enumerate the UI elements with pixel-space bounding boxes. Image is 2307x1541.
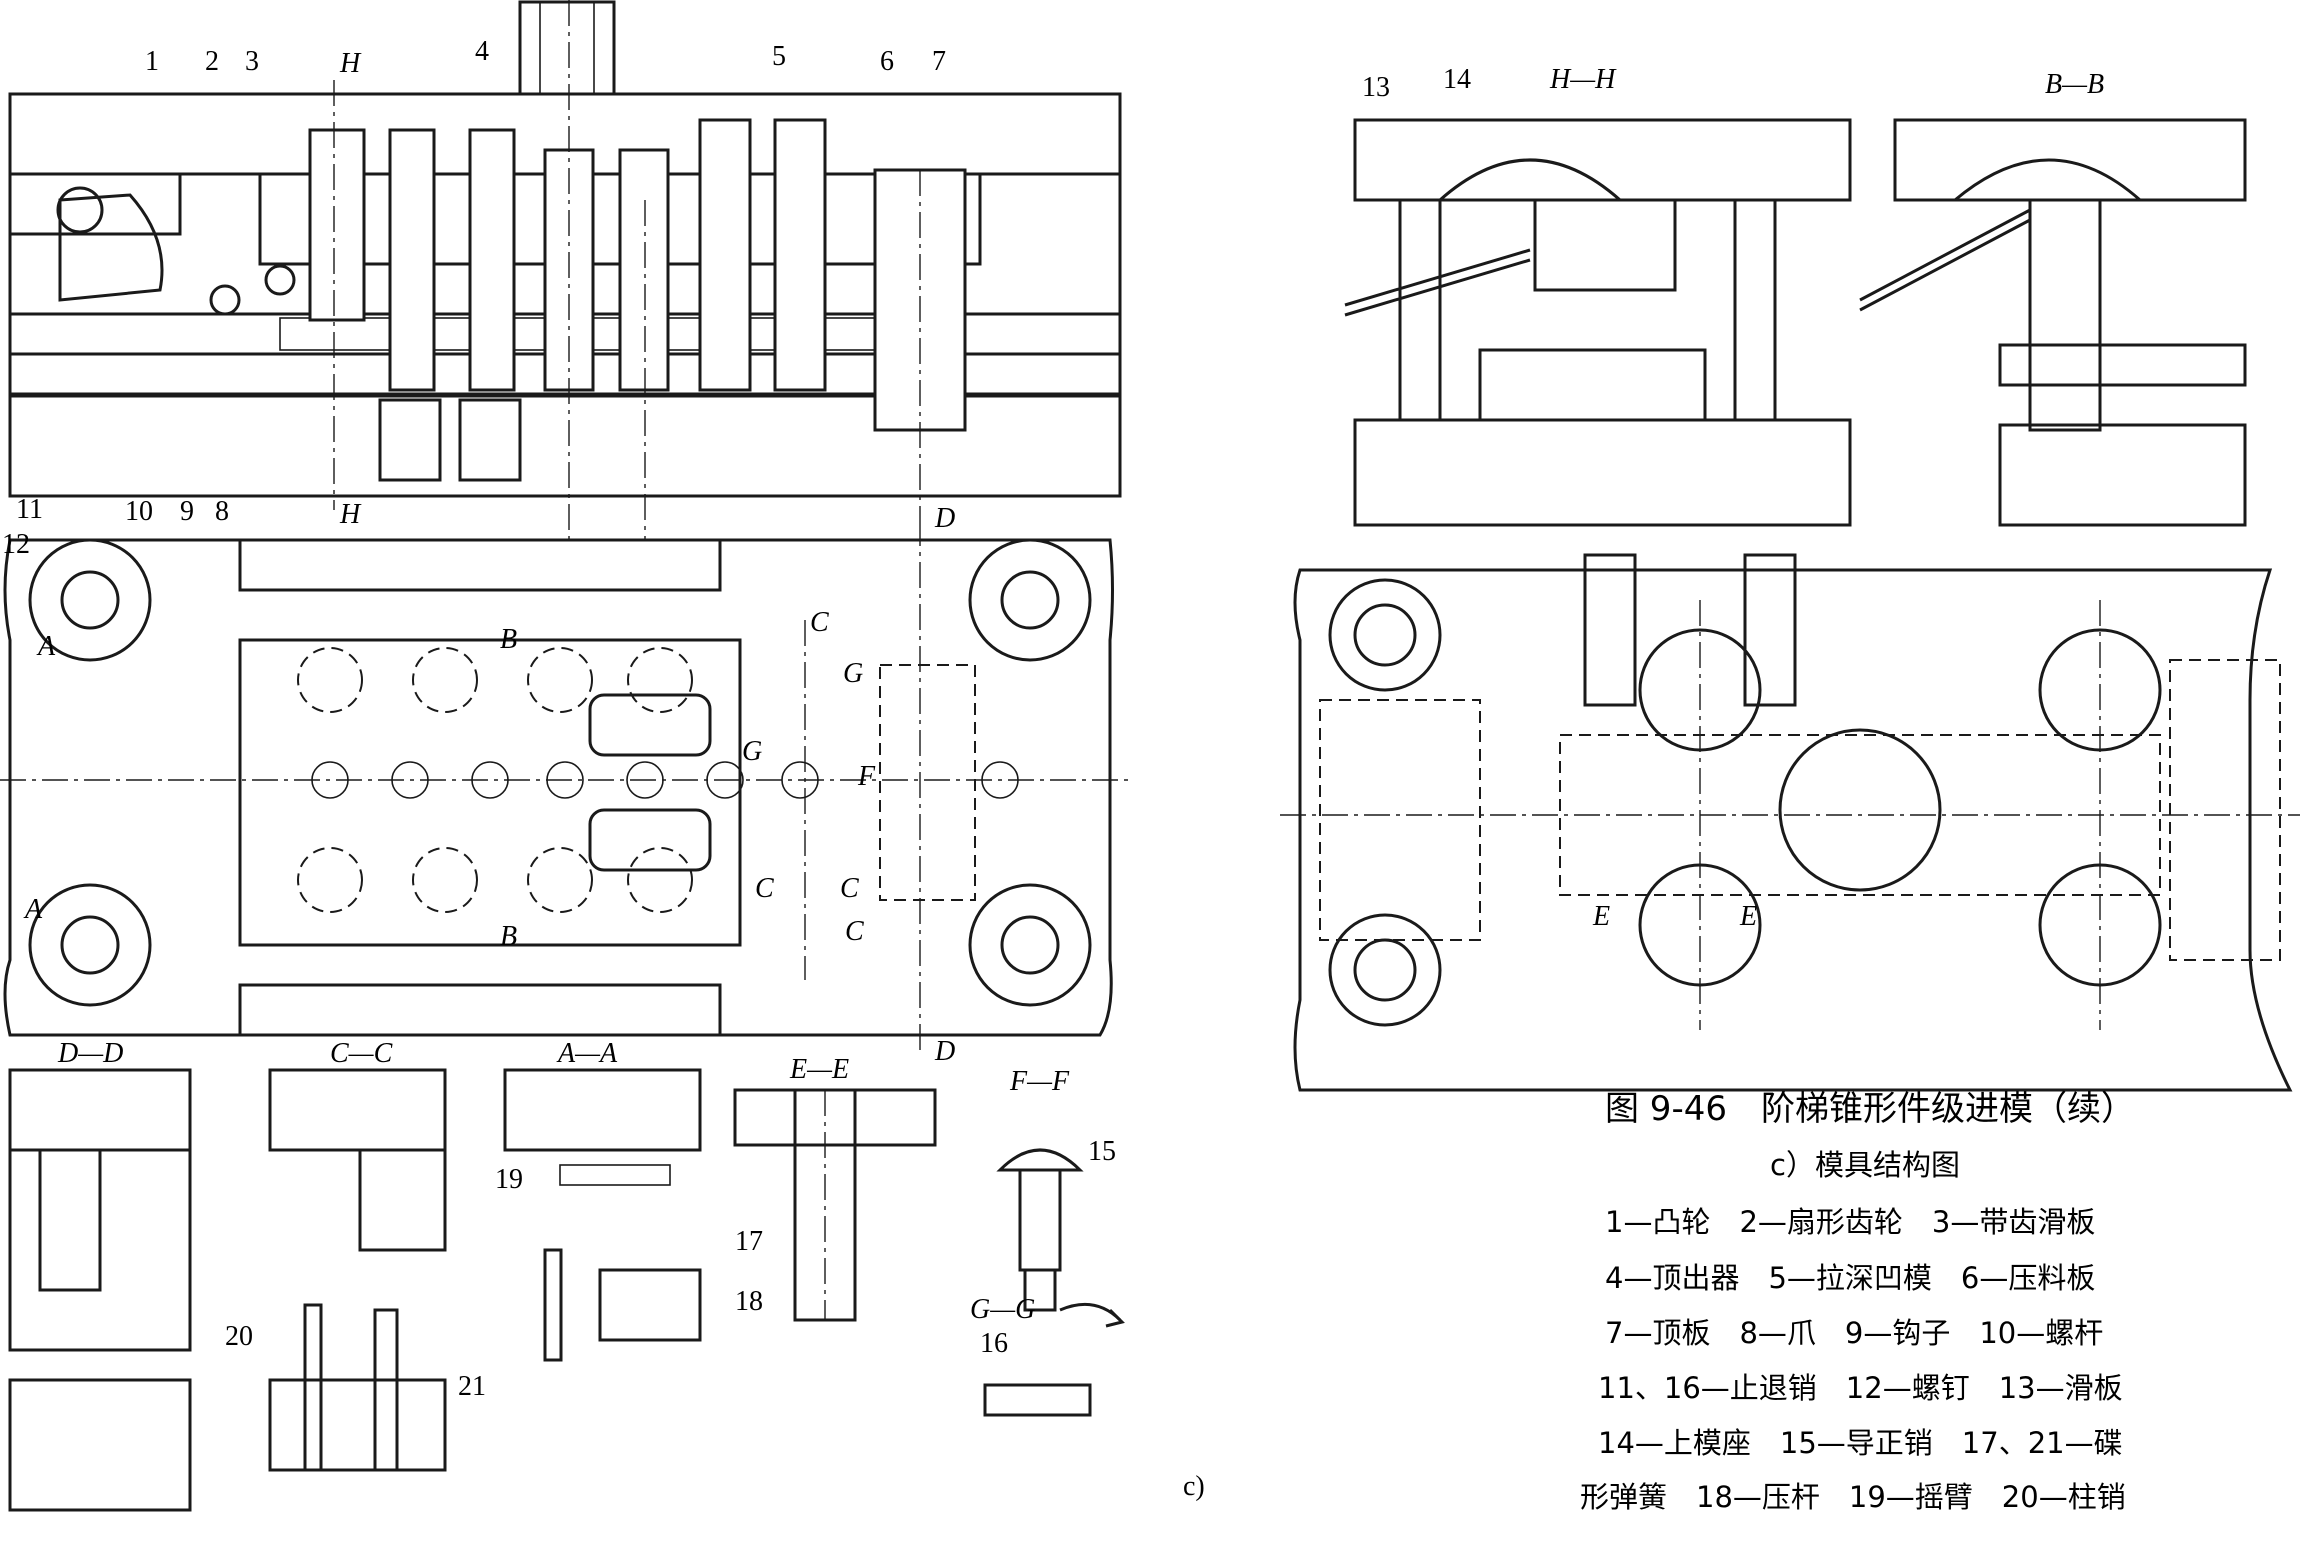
legend-line-2: 4—顶出器 5—拉深凹模 6—压料板: [1605, 1261, 2095, 1295]
part-number-13: 13: [1362, 72, 1390, 103]
cut-letter-b-bottom: B: [500, 921, 517, 952]
cut-letter-c-top: C: [810, 607, 829, 638]
section-title-ee: E—E: [789, 1054, 849, 1085]
lower-die-plan-view: [1280, 553, 2300, 1092]
section-title-gg: G—G: [970, 1294, 1035, 1325]
section-gg-view: [983, 1302, 1125, 1417]
part-number-17: 17: [735, 1226, 763, 1257]
section-aa-view: [503, 1068, 702, 1362]
legend-line-6: 形弹簧 18—压杆 19—摇臂 20—柱销: [1580, 1480, 2126, 1514]
cut-letter-e-right: E: [1739, 901, 1757, 932]
section-dd-view: [8, 1068, 192, 1512]
section-title-cc: C—C: [330, 1038, 393, 1069]
part-number-20: 20: [225, 1321, 253, 1352]
section-title-hh: H—H: [1549, 64, 1617, 95]
cut-letter-c-right: C: [840, 873, 859, 904]
cut-letter-d-bottom: D: [934, 1036, 955, 1067]
cut-letter-e-left: E: [1592, 901, 1610, 932]
cut-letter-a-bottom: A: [23, 894, 43, 925]
legend-line-4: 11、16—止退销 12—螺钉 13—滑板: [1598, 1371, 2123, 1405]
panel-label: c): [1183, 1471, 1205, 1502]
section-bb-view: [1859, 118, 2247, 527]
section-cc-view: [268, 1068, 447, 1472]
cut-letter-b-top: B: [500, 624, 517, 655]
part-number-6: 6: [880, 46, 894, 77]
part-number-2: 2: [205, 46, 219, 77]
cut-letter-a-top: A: [36, 631, 56, 662]
section-title-dd: D—D: [57, 1038, 123, 1069]
part-number-1: 1: [145, 46, 159, 77]
main-front-section: [8, 0, 1122, 540]
section-title-aa: A—A: [556, 1038, 618, 1069]
part-number-14: 14: [1443, 64, 1471, 95]
part-number-19: 19: [495, 1164, 523, 1195]
section-title-ff: F—F: [1009, 1066, 1070, 1097]
cut-letter-g2: G: [742, 736, 762, 767]
part-number-9: 9: [180, 496, 194, 527]
figure-subtitle: c）模具结构图: [1770, 1148, 1960, 1182]
figure-title: 图 9-46 阶梯锥形件级进模（续）: [1605, 1089, 2135, 1129]
cut-letter-g: G: [843, 658, 863, 689]
part-number-7: 7: [932, 46, 946, 77]
part-number-16: 16: [980, 1328, 1008, 1359]
part-number-4: 4: [475, 36, 489, 67]
cut-letter-h-top: H: [339, 48, 362, 79]
section-hh-view: [1344, 118, 1852, 527]
cut-letter-h-bottom: H: [339, 499, 362, 530]
part-number-21: 21: [458, 1371, 486, 1402]
part-number-18: 18: [735, 1286, 763, 1317]
part-number-8: 8: [215, 496, 229, 527]
section-ee-view: [733, 1088, 937, 1322]
cut-letter-c-left: C: [755, 873, 774, 904]
part-number-11: 11: [16, 494, 43, 525]
plan-view: [0, 520, 1130, 1050]
part-number-3: 3: [245, 46, 259, 77]
section-title-bb: B—B: [2045, 69, 2104, 100]
legend-line-3: 7—顶板 8—爪 9—钩子 10—螺杆: [1605, 1316, 2103, 1350]
legend-line-5: 14—上模座 15—导正销 17、21—碟: [1598, 1426, 2123, 1460]
cut-letter-d-top: D: [934, 503, 955, 534]
part-number-10: 10: [125, 496, 153, 527]
cut-letter-c-bottom: C: [845, 916, 864, 947]
cut-letter-f: F: [857, 761, 876, 792]
part-number-15: 15: [1088, 1136, 1116, 1167]
legend-line-1: 1—凸轮 2—扇形齿轮 3—带齿滑板: [1605, 1205, 2095, 1239]
section-ff-view: [996, 1148, 1084, 1312]
part-number-12: 12: [2, 529, 30, 560]
part-number-5: 5: [772, 41, 786, 72]
